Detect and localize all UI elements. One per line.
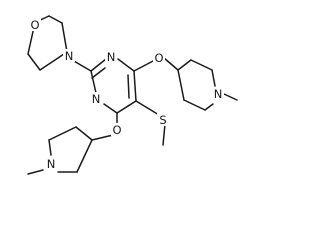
ether-oxygen-top-label: O: [154, 51, 163, 65]
morpholine-oxygen-label: O: [30, 18, 39, 32]
bonds: [27, 15, 238, 175]
piperidine-nitrogen-top-label: N: [214, 87, 223, 101]
atom-labels: O N N N O O S N N: [29, 18, 224, 171]
pyrimidine-nitrogen-bottom-label: N: [92, 92, 101, 106]
piperidine-nitrogen-bottom-label: N: [47, 157, 56, 171]
chemical-structure: O N N N O O S N N: [27, 15, 238, 175]
ether-oxygen-bottom-label: O: [112, 123, 121, 137]
thioether-sulfur-label: S: [159, 113, 166, 127]
morpholine-nitrogen-label: N: [65, 49, 74, 63]
pyrimidine-nitrogen-top-label: N: [107, 50, 116, 64]
